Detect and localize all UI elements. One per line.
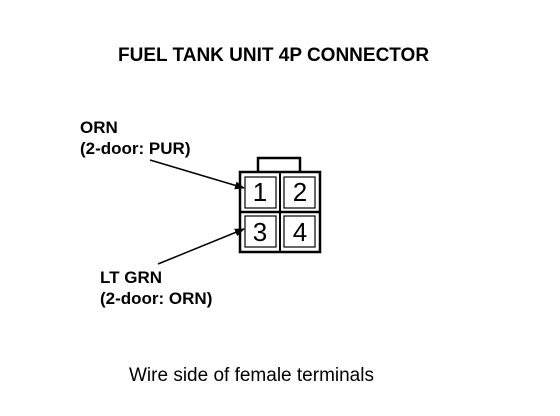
leader-arrow-pin1 <box>149 159 245 190</box>
pin-number: 1 <box>253 177 267 207</box>
wire-callout-pin1: ORN (2-door: PUR) <box>80 118 245 190</box>
wire-variant-label: (2-door: PUR) <box>80 139 190 158</box>
wire-callout-pin3: LT GRN (2-door: ORN) <box>100 228 245 308</box>
wire-color-label: ORN <box>80 118 118 137</box>
pin-number: 2 <box>293 177 307 207</box>
pin-number: 4 <box>293 217 307 247</box>
pin-cavity-4 <box>283 215 316 248</box>
wire-color-label: LT GRN <box>100 268 162 287</box>
pin-number: 3 <box>253 217 267 247</box>
diagram-title: FUEL TANK UNIT 4P CONNECTOR <box>118 45 429 66</box>
wire-variant-label: (2-door: ORN) <box>100 289 212 308</box>
leader-arrow-pin3 <box>157 228 245 265</box>
pin-cavity-2 <box>283 176 316 209</box>
pin-cavity-1 <box>244 176 277 209</box>
pin-cavity-3 <box>244 215 277 248</box>
diagram-caption: Wire side of female terminals <box>129 365 374 386</box>
connector-housing: 1 2 3 4 <box>238 170 322 254</box>
